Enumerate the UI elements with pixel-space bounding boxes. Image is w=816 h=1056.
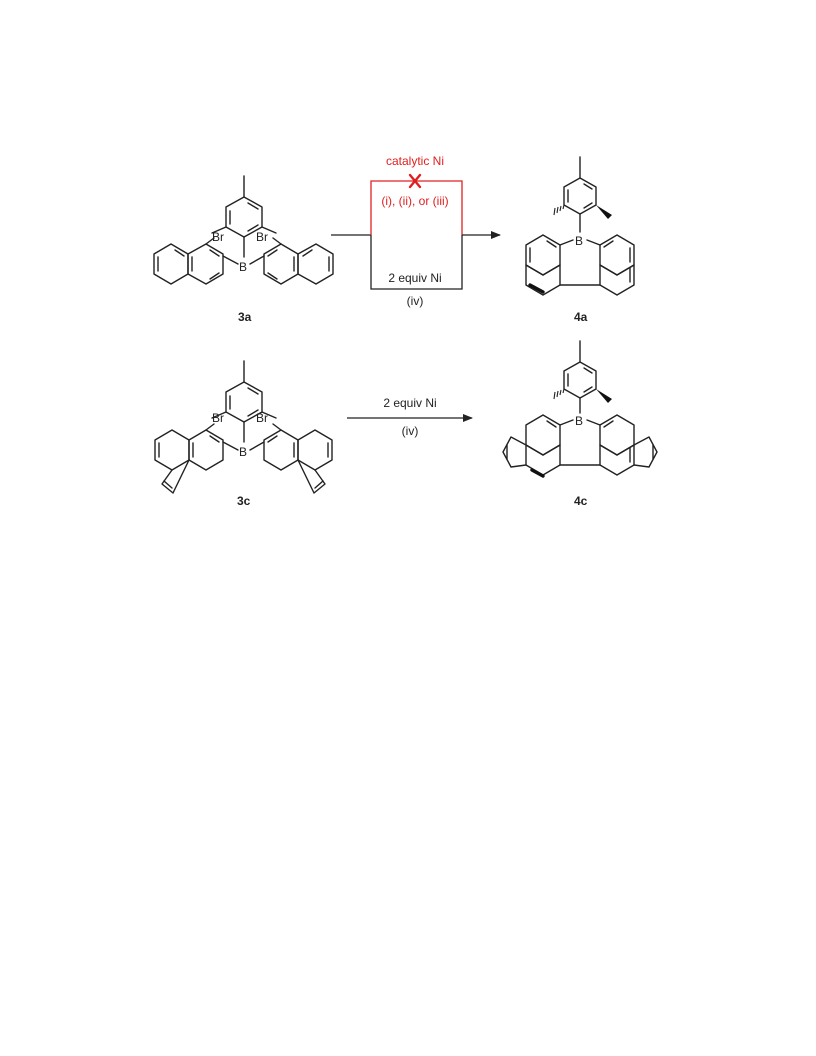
equiv-ni-label-2: 2 equiv Ni (383, 396, 436, 410)
compound-label-3c: 3c (237, 494, 251, 508)
condition-iv-label-2: (iv) (402, 424, 419, 438)
compound-label-4c: 4c (574, 494, 588, 508)
compound-3c-structure: Br Br B (154, 360, 333, 494)
subconditions-label: (i), (ii), or (iii) (381, 194, 448, 208)
boron-label-4c: B (575, 414, 583, 428)
boron-label-4a: B (575, 234, 583, 248)
bromine-label-right: Br (256, 230, 268, 244)
boron-label: B (239, 260, 247, 274)
bromine-label-left-3c: Br (212, 411, 224, 425)
condition-iv-label-1: (iv) (407, 294, 424, 308)
boron-label-3c: B (239, 445, 247, 459)
compound-4a-structure: B (525, 156, 635, 296)
equiv-ni-label-1: 2 equiv Ni (388, 271, 441, 285)
compound-3a-structure: Br Br B (153, 175, 334, 285)
compound-label-4a: 4a (574, 310, 588, 324)
catalytic-ni-label: catalytic Ni (386, 154, 444, 168)
reaction-2-conditions: 2 equiv Ni (iv) (347, 396, 473, 438)
reaction-1-conditions: catalytic Ni (i), (ii), or (iii) 2 equiv… (331, 154, 501, 308)
bromine-label-right-3c: Br (256, 411, 268, 425)
compound-4c-structure: B (502, 340, 658, 478)
bromine-label-left: Br (212, 230, 224, 244)
compound-label-3a: 3a (238, 310, 252, 324)
